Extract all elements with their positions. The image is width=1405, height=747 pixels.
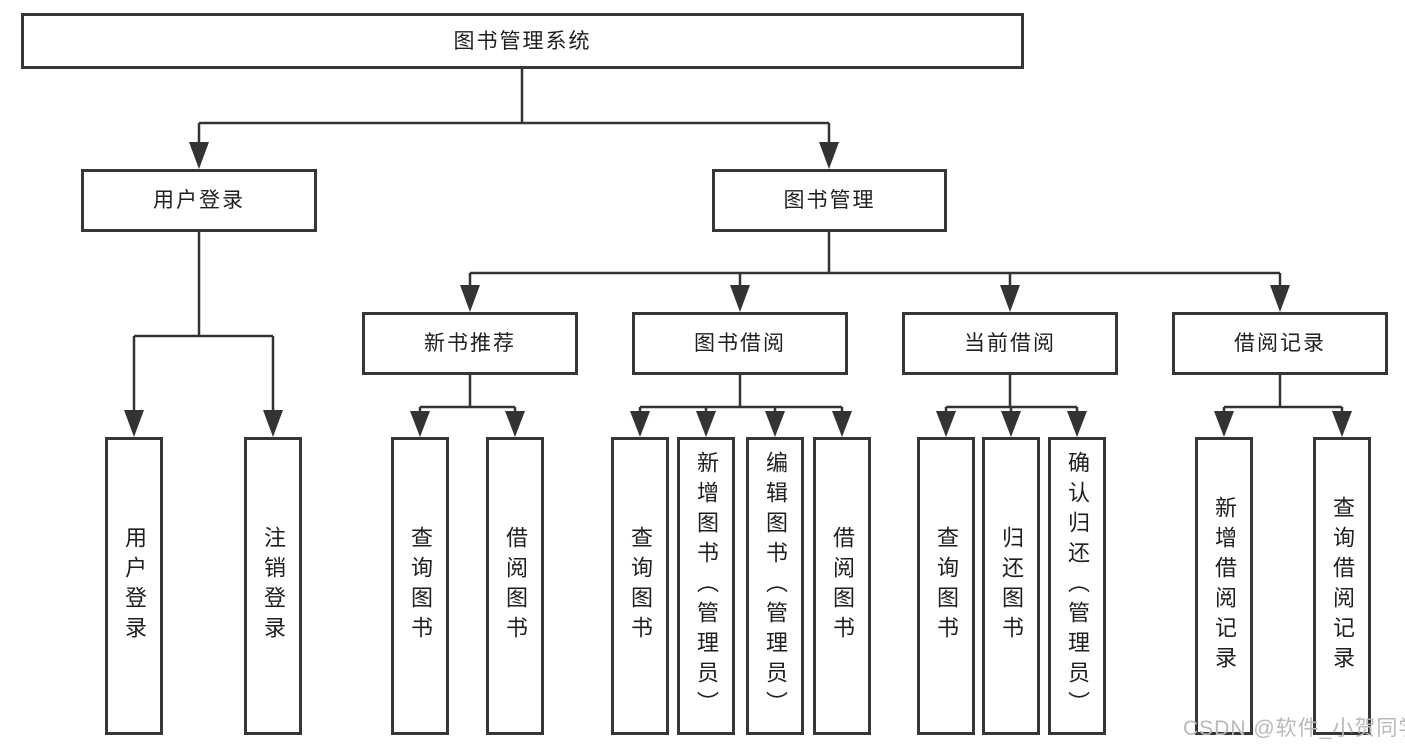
edge-user-login-to-children bbox=[124, 232, 283, 437]
arrowhead-down bbox=[832, 411, 852, 437]
node-user-login: 用户登录 bbox=[81, 169, 317, 232]
node-leaf-query-borrow-record: 查询借阅记录 bbox=[1313, 437, 1371, 735]
node-leaf-add-books-admin: 新增图书（管理员） bbox=[677, 437, 735, 735]
node-leaf-borrow-books-recommend: 借阅图书 bbox=[486, 437, 544, 735]
node-borrowing-records: 借阅记录 bbox=[1172, 312, 1388, 375]
arrowhead-down bbox=[936, 411, 956, 437]
arrowhead-down bbox=[696, 411, 716, 437]
arrowhead-down bbox=[263, 410, 283, 437]
edge-new-book-recommendation-to-children bbox=[410, 375, 525, 437]
node-leaf-logout: 注销登录 bbox=[244, 437, 302, 735]
node-book-borrowing: 图书借阅 bbox=[632, 312, 848, 375]
node-current-borrowing: 当前借阅 bbox=[902, 312, 1118, 375]
node-leaf-user-login: 用户登录 bbox=[105, 437, 163, 735]
csdn-watermark: CSDN @软件_小贺同学 bbox=[1183, 717, 1405, 740]
arrowhead-down bbox=[1000, 285, 1020, 312]
arrowhead-down bbox=[410, 411, 430, 437]
arrowhead-down bbox=[819, 142, 839, 169]
arrowhead-down bbox=[460, 285, 480, 312]
node-leaf-borrow-books-borrowing: 借阅图书 bbox=[813, 437, 871, 735]
node-book-management-system: 图书管理系统 bbox=[21, 13, 1024, 69]
edge-book-management-to-level3 bbox=[460, 232, 1290, 312]
edge-root-to-level2 bbox=[189, 69, 839, 169]
arrowhead-down bbox=[1214, 411, 1234, 437]
node-leaf-query-books-borrowing: 查询图书 bbox=[611, 437, 669, 735]
arrowhead-down bbox=[765, 411, 785, 437]
node-leaf-return-books: 归还图书 bbox=[982, 437, 1040, 735]
edge-borrowing-records-to-children bbox=[1214, 375, 1352, 437]
node-leaf-add-borrow-record: 新增借阅记录 bbox=[1195, 437, 1253, 735]
node-leaf-edit-books-admin: 编辑图书（管理员） bbox=[746, 437, 804, 735]
edge-book-borrowing-to-children bbox=[630, 375, 852, 437]
arrowhead-down bbox=[505, 411, 525, 437]
node-leaf-query-books-current: 查询图书 bbox=[917, 437, 975, 735]
node-new-book-recommendation: 新书推荐 bbox=[362, 312, 578, 375]
edge-current-borrowing-to-children bbox=[936, 375, 1087, 437]
arrowhead-down bbox=[730, 285, 750, 312]
node-book-management: 图书管理 bbox=[712, 169, 947, 232]
node-leaf-confirm-return-admin: 确认归还（管理员） bbox=[1048, 437, 1106, 735]
arrowhead-down bbox=[1332, 411, 1352, 437]
arrowhead-down bbox=[630, 411, 650, 437]
arrowhead-down bbox=[1001, 411, 1021, 437]
arrowhead-down bbox=[1270, 285, 1290, 312]
arrowhead-down bbox=[189, 142, 209, 169]
arrowhead-down bbox=[1067, 411, 1087, 437]
arrowhead-down bbox=[124, 410, 144, 437]
node-leaf-query-books-recommend: 查询图书 bbox=[391, 437, 449, 735]
